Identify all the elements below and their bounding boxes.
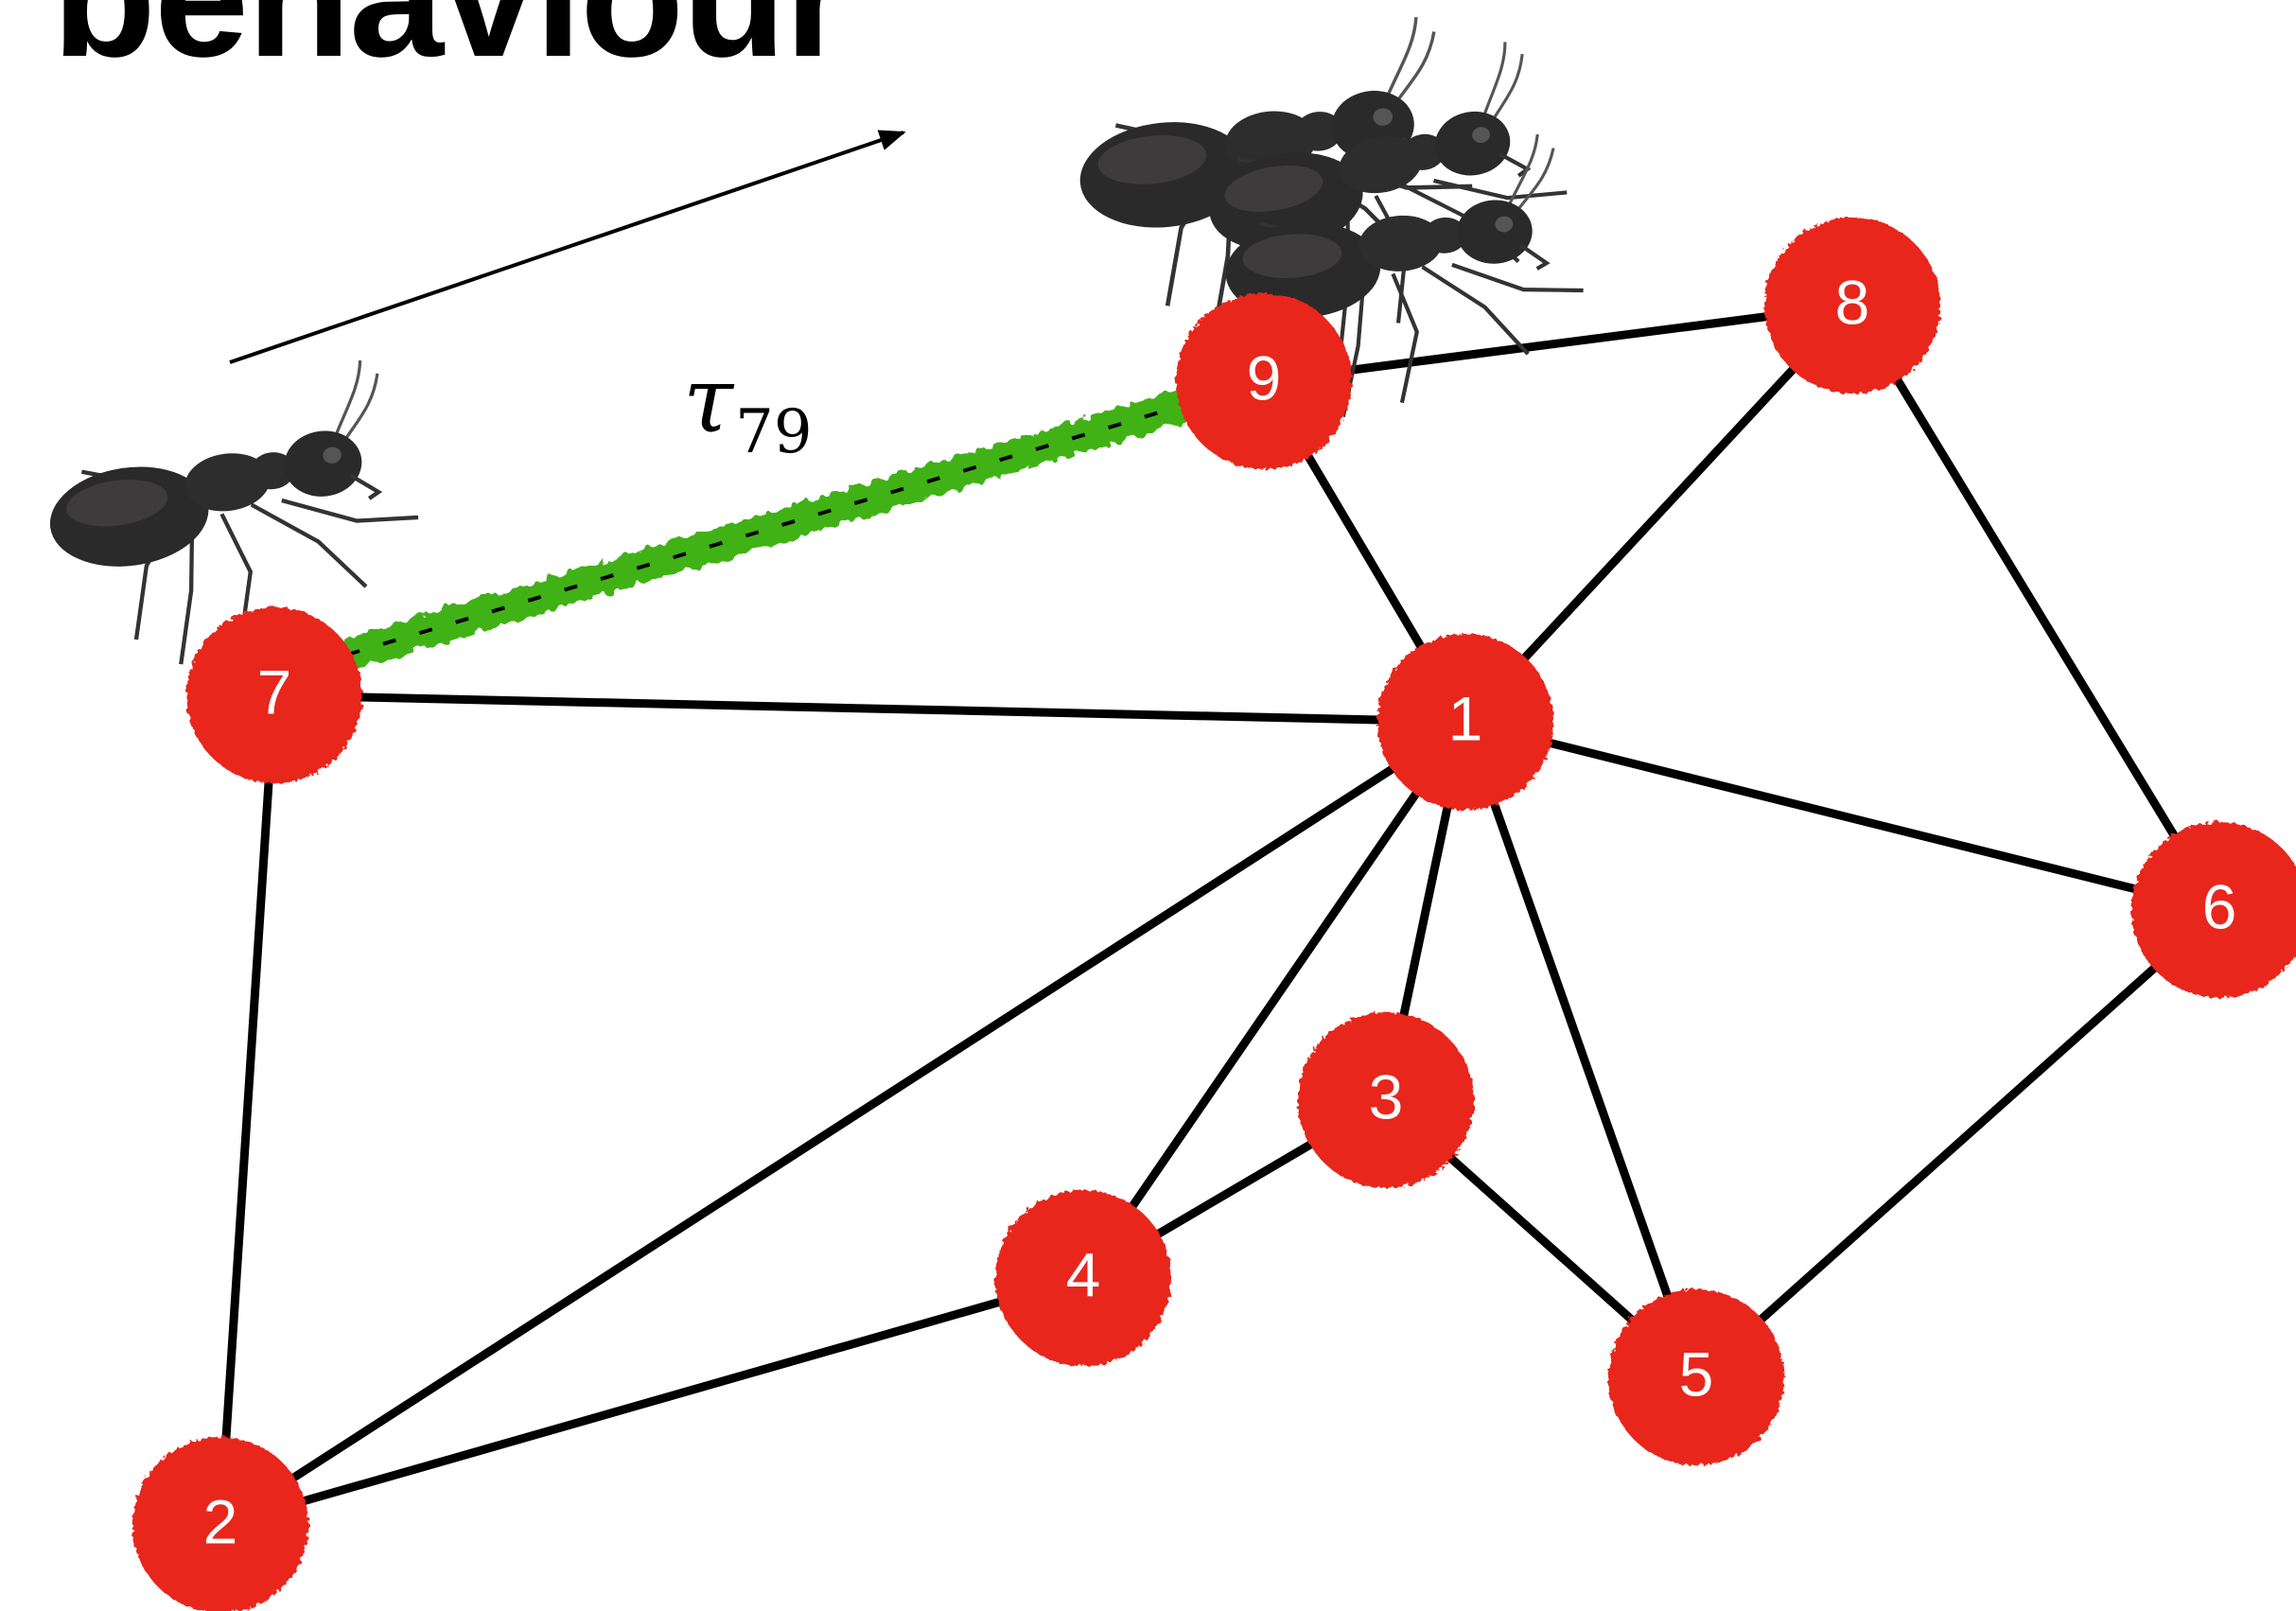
- edge-9-8: [1259, 301, 1857, 386]
- edge-1-5: [1461, 717, 1701, 1382]
- node-circle: [1298, 1012, 1474, 1188]
- node-circle: [1176, 293, 1352, 469]
- direction-arrow: [229, 130, 906, 364]
- pheromone-label: τ79: [683, 355, 813, 463]
- node-8: 8: [1764, 218, 1940, 394]
- edge-8-1: [1461, 301, 1857, 727]
- ants-layer: [33, 13, 1591, 679]
- node-circle: [995, 1190, 1171, 1366]
- node-circle: [132, 1437, 308, 1611]
- edge-1-2: [216, 717, 1470, 1530]
- pheromone-subscript: 79: [735, 397, 813, 467]
- edge-4-2: [216, 1273, 1088, 1530]
- pheromone-trail-7-9: [270, 365, 1269, 692]
- node-circle: [186, 607, 362, 783]
- node-label: 7: [257, 657, 292, 727]
- nodes-layer: 1 2 3 4 5 6 7 8 9: [132, 218, 2296, 1611]
- node-circle: [1377, 634, 1553, 810]
- node-label: 6: [2202, 871, 2237, 941]
- node-4: 4: [995, 1190, 1171, 1366]
- node-2: 2: [132, 1437, 308, 1611]
- title-text: behaviour: [52, 0, 850, 83]
- edge-7-2: [216, 691, 279, 1530]
- node-label: 8: [1835, 267, 1870, 337]
- edges-layer: [216, 301, 2224, 1530]
- node-1: 1: [1377, 634, 1553, 810]
- node-label: 5: [1679, 1339, 1714, 1409]
- edge-1-6: [1461, 717, 2224, 915]
- node-label: 4: [1066, 1239, 1101, 1309]
- node-label: 1: [1448, 683, 1483, 753]
- node-7: 7: [186, 607, 362, 783]
- node-circle: [1608, 1289, 1784, 1465]
- edge-7-1: [270, 691, 1470, 727]
- node-label: 2: [203, 1486, 238, 1556]
- node-label: 3: [1369, 1061, 1404, 1131]
- node-3: 3: [1298, 1012, 1474, 1188]
- edge-1-4: [1078, 717, 1470, 1283]
- node-9: 9: [1176, 293, 1352, 469]
- node-circle: [1764, 218, 1940, 394]
- node-circle: [2131, 822, 2296, 998]
- edge-8-6: [1848, 301, 2224, 915]
- edge-6-5: [1691, 905, 2224, 1382]
- pheromone-symbol: τ: [683, 347, 734, 453]
- node-6: 6: [2131, 822, 2296, 998]
- node-5: 5: [1608, 1289, 1784, 1465]
- node-label: 9: [1247, 342, 1282, 412]
